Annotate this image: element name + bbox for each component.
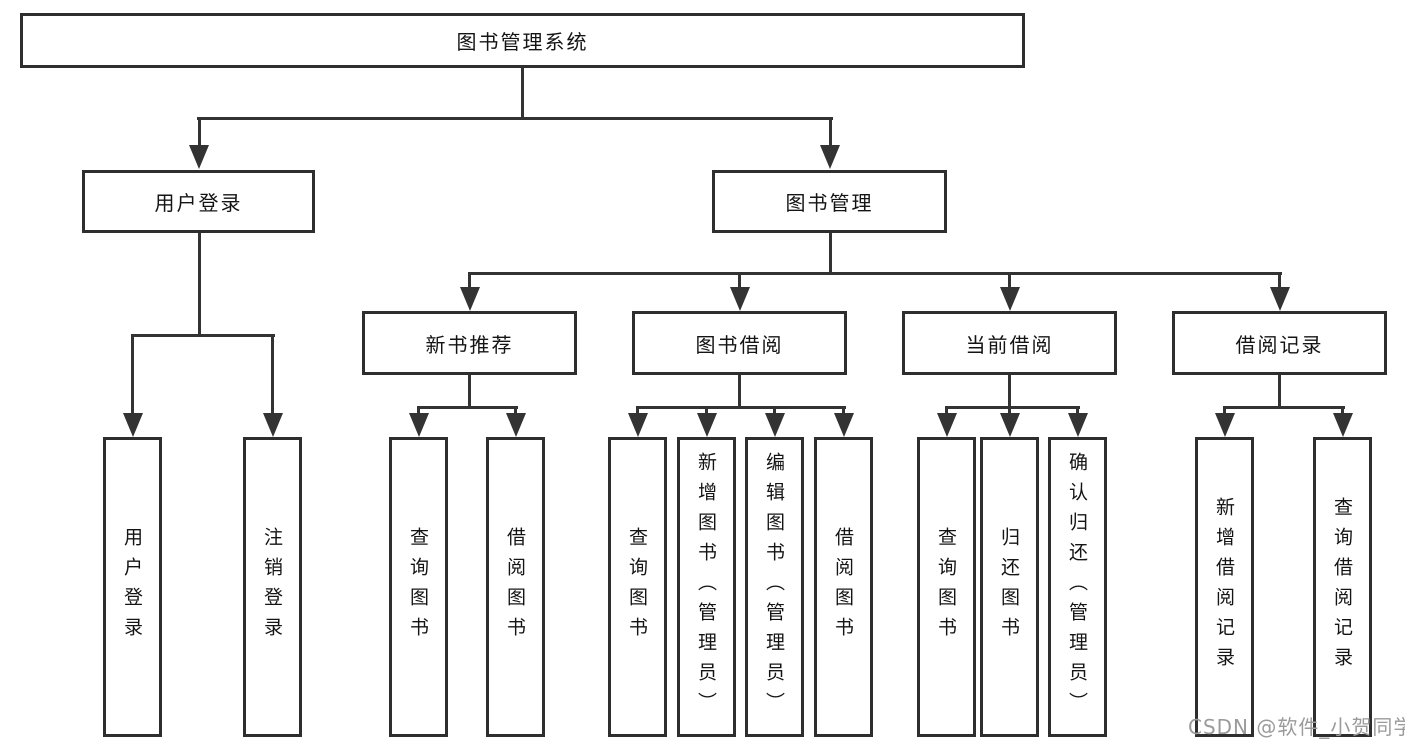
node-br-query-record: 查询借阅记录	[1313, 437, 1372, 737]
node-rec-borrow-books: 借阅图书	[486, 437, 545, 737]
arrowhead-down-icon	[628, 413, 648, 437]
node-bb-borrow-books-label: 借阅图书	[832, 527, 854, 647]
arrowhead-down-icon	[189, 145, 209, 169]
node-cb-query-books: 查询图书	[917, 437, 976, 737]
arrowhead-down-icon	[697, 413, 717, 437]
node-rec-query-books-label: 查询图书	[407, 527, 429, 647]
connector	[945, 406, 1080, 409]
connector	[1341, 406, 1344, 418]
node-cb-return-books-label: 归还图书	[998, 527, 1020, 647]
connector	[829, 233, 832, 275]
node-cb-confirm-return-admin: 确认归还（管理员）	[1048, 437, 1107, 737]
connector	[198, 233, 201, 337]
node-new-book-rec: 新书推荐	[362, 311, 577, 375]
connector	[738, 375, 741, 409]
node-book-borrow: 图书借阅	[632, 311, 847, 375]
node-book-mgmt: 图书管理	[712, 170, 947, 233]
node-bb-edit-books-admin-label: 编辑图书（管理员）	[763, 452, 785, 722]
node-root: 图书管理系统	[20, 13, 1025, 68]
arrowhead-down-icon	[1270, 287, 1290, 311]
node-cb-return-books: 归还图书	[980, 437, 1039, 737]
arrowhead-down-icon	[1333, 413, 1353, 437]
connector	[1223, 406, 1226, 418]
connector	[521, 66, 524, 119]
node-cb-confirm-return-admin-label: 确认归还（管理员）	[1066, 452, 1088, 722]
node-bb-add-books-admin: 新增图书（管理员）	[677, 437, 736, 737]
node-book-borrow-label: 图书借阅	[695, 332, 784, 357]
arrowhead-down-icon	[1000, 413, 1020, 437]
node-bb-query-books-label: 查询图书	[626, 527, 648, 647]
node-cb-query-books-label: 查询图书	[935, 527, 957, 647]
arrowhead-down-icon	[1000, 287, 1020, 311]
node-bb-add-books-admin-label: 新增图书（管理员）	[695, 452, 717, 722]
node-logout-leaf-label: 注销登录	[261, 527, 283, 647]
node-user-login-label: 用户登录	[154, 191, 243, 215]
connector	[636, 406, 846, 409]
arrowhead-down-icon	[263, 413, 283, 437]
connector	[271, 334, 274, 417]
connector	[1278, 272, 1281, 290]
connector	[198, 117, 201, 151]
node-br-add-record: 新增借阅记录	[1195, 437, 1254, 737]
connector	[773, 406, 776, 418]
arrowhead-down-icon	[460, 287, 480, 311]
arrowhead-down-icon	[820, 145, 840, 169]
connector	[1076, 406, 1079, 418]
arrowhead-down-icon	[1215, 413, 1235, 437]
connector	[417, 406, 518, 409]
connector	[1008, 406, 1011, 418]
node-user-login-leaf: 用户登录	[103, 437, 162, 737]
connector	[468, 272, 1282, 275]
connector	[1223, 406, 1345, 409]
arrowhead-down-icon	[1068, 413, 1088, 437]
node-rec-query-books: 查询图书	[389, 437, 448, 737]
connector	[131, 334, 275, 337]
node-borrow-record-label: 借阅记录	[1235, 332, 1324, 357]
connector	[468, 272, 471, 290]
arrowhead-down-icon	[730, 287, 750, 311]
node-rec-borrow-books-label: 借阅图书	[504, 527, 526, 647]
node-root-label: 图书管理系统	[456, 30, 589, 54]
connector	[197, 117, 833, 120]
node-logout-leaf: 注销登录	[243, 437, 302, 737]
connector	[514, 406, 517, 418]
connector	[636, 406, 639, 418]
connector	[1008, 375, 1011, 409]
node-new-book-rec-label: 新书推荐	[425, 332, 514, 357]
connector	[842, 406, 845, 418]
arrowhead-down-icon	[765, 413, 785, 437]
connector	[131, 334, 134, 417]
arrowhead-down-icon	[506, 413, 526, 437]
connector	[738, 272, 741, 290]
node-borrow-record: 借阅记录	[1172, 311, 1387, 375]
node-current-borrow: 当前借阅	[902, 311, 1117, 375]
connector	[829, 117, 832, 151]
node-br-query-record-label: 查询借阅记录	[1331, 497, 1353, 677]
connector	[1278, 375, 1281, 409]
connector	[468, 375, 471, 409]
node-user-login-leaf-label: 用户登录	[121, 527, 143, 647]
node-bb-query-books: 查询图书	[608, 437, 667, 737]
arrowhead-down-icon	[834, 413, 854, 437]
node-book-mgmt-label: 图书管理	[785, 191, 874, 215]
arrowhead-down-icon	[123, 413, 143, 437]
node-bb-edit-books-admin: 编辑图书（管理员）	[745, 437, 804, 737]
arrowhead-down-icon	[937, 413, 957, 437]
node-bb-borrow-books: 借阅图书	[814, 437, 873, 737]
node-user-login: 用户登录	[82, 170, 315, 233]
connector	[417, 406, 420, 418]
node-br-add-record-label: 新增借阅记录	[1213, 497, 1235, 677]
connector	[705, 406, 708, 418]
connector	[1008, 272, 1011, 290]
arrowhead-down-icon	[409, 413, 429, 437]
connector	[945, 406, 948, 418]
watermark-text: CSDN @软件_小贺同学	[1188, 715, 1405, 739]
node-current-borrow-label: 当前借阅	[965, 332, 1054, 357]
